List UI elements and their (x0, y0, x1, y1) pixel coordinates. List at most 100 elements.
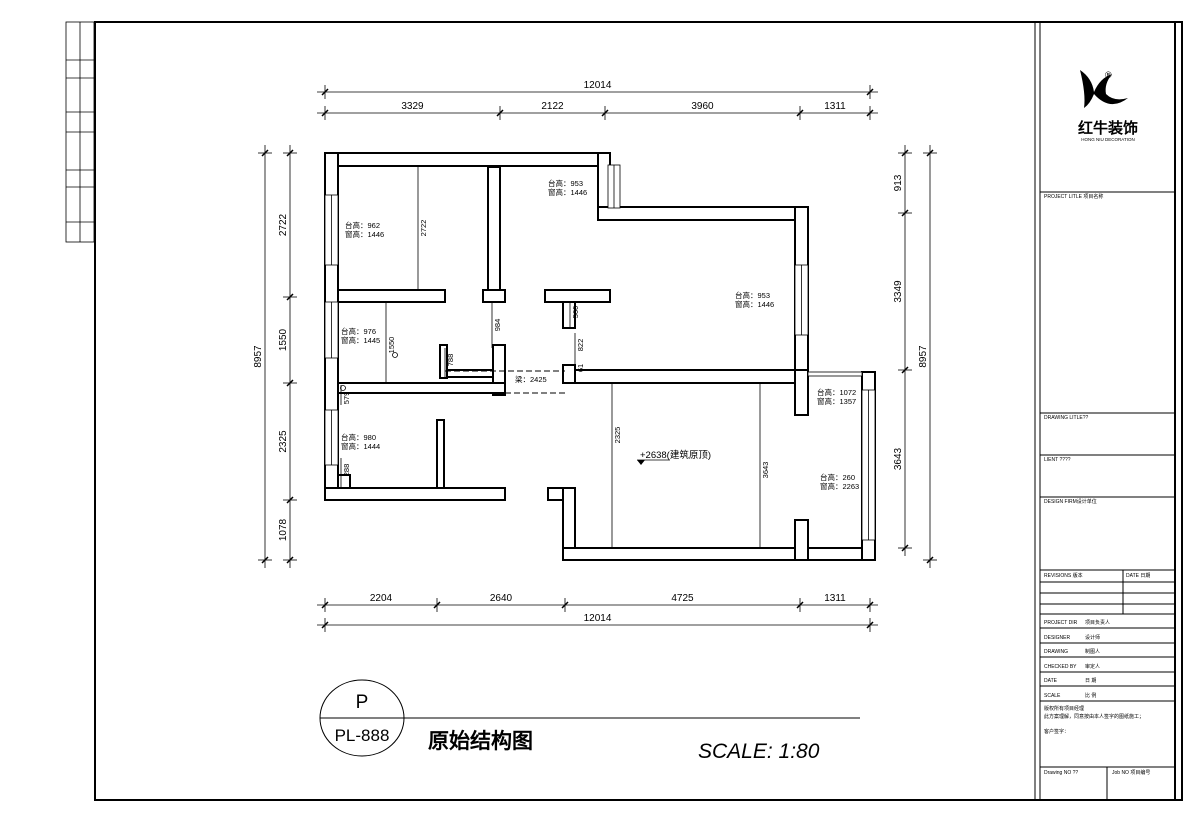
dimension-label: 2204 (370, 593, 393, 604)
client-label: LIENT ???? (1044, 457, 1071, 463)
job-no-label: Job NO 项目编号 (1112, 769, 1150, 776)
elevation-label: +2638(建筑原顶) (640, 449, 711, 461)
title-block-lines (1039, 22, 1175, 800)
wall (337, 382, 506, 394)
dimension-label: 3643 (893, 447, 904, 470)
title-row-en: SCALE (1044, 693, 1061, 699)
drawing-scale: SCALE: 1:80 (698, 740, 820, 763)
title-row-cn: 制图人 (1085, 648, 1100, 655)
dimension-label: 3960 (691, 101, 714, 112)
wall (562, 364, 576, 384)
dimension-label: 1078 (278, 518, 289, 541)
drawing-title: 原始结构图 (428, 729, 533, 753)
notice-line-1: 版权所有项目经理 (1044, 705, 1084, 712)
drawing-title-block: P PL-888 原始结构图 SCALE: 1:80 (319, 679, 860, 763)
inner-dimension: 822 (576, 339, 585, 352)
sill-height-label: 台高：953 (735, 290, 770, 300)
window-height-label: 窗高：1446 (735, 299, 774, 309)
title-row-en: DRAWING (1044, 649, 1068, 655)
wall (562, 547, 809, 561)
dimension-label: 2325 (278, 430, 289, 453)
title-row-cn: 设计师 (1085, 634, 1100, 641)
title-row-en: CHECKED BY (1044, 664, 1077, 670)
wall (574, 369, 809, 384)
notice-line-3: 客户签字： (1044, 728, 1069, 735)
wall (436, 419, 445, 489)
sill-height-label: 台高：962 (345, 220, 380, 230)
wall (324, 152, 611, 167)
design-firm-label: DESIGN FIRM设计单位 (1044, 498, 1097, 505)
sill-height-label: 台高：260 (820, 472, 855, 482)
window-height-label: 窗高：2263 (820, 481, 859, 491)
sheet-border (94, 21, 1183, 801)
dimension-lines (258, 85, 937, 632)
registered-mark: ® (1105, 70, 1112, 80)
dimension-total: 8957 (253, 345, 264, 368)
brand-logo: ® 红牛装饰 HONG NIU DECORATION (1078, 70, 1138, 142)
inner-dimension: 3643 (761, 462, 770, 479)
window-height-label: 窗高：1446 (345, 229, 384, 239)
inner-dimension: 579 (342, 392, 351, 405)
inner-dimension: 288 (342, 464, 351, 477)
title-row-cn: 日 期 (1085, 678, 1096, 684)
windows (324, 164, 876, 541)
wall (794, 369, 809, 416)
inner-dimension: 2722 (419, 220, 428, 237)
drain-icon (392, 352, 398, 358)
title-row-en: DATE (1044, 678, 1058, 684)
sill-height-label: 台高：976 (341, 326, 376, 336)
title-row-cn: 项目负责人 (1085, 619, 1110, 626)
inner-dimension: 984 (493, 319, 502, 332)
inner-dimension: 2325 (613, 427, 622, 444)
dimension-label: 1311 (824, 593, 846, 604)
wall (324, 487, 506, 501)
badge-code: PL-888 (335, 726, 390, 745)
dimension-label: 2722 (278, 213, 289, 236)
dimension-total: 12014 (584, 80, 612, 91)
pipe-icon (340, 385, 346, 391)
brand-name: 红牛装饰 (1078, 119, 1138, 137)
dimension-label: 3349 (893, 280, 904, 303)
beam-dashed (445, 370, 565, 394)
sill-height-label: 台高：953 (548, 178, 583, 188)
signoff-strip (65, 21, 95, 243)
drawing-no-label: Drawing NO ?? (1044, 770, 1078, 776)
dimension-label: 4725 (671, 593, 694, 604)
wall (337, 289, 446, 303)
wall (794, 519, 809, 561)
dimension-label: 3329 (401, 101, 424, 112)
dimension-label: 2640 (490, 593, 513, 604)
title-row-en: PROJECT DIR (1044, 620, 1078, 626)
window-height-label: 窗高：1445 (341, 335, 380, 345)
badge-letter: P (356, 692, 369, 713)
floor-plan (324, 152, 876, 561)
dimension-label: 2122 (541, 101, 564, 112)
window (807, 371, 863, 377)
wall (439, 344, 448, 379)
title-row-cn: 审定人 (1085, 663, 1100, 670)
dimension-total: 12014 (584, 613, 612, 624)
wall (544, 289, 611, 303)
dimension-total: 8957 (918, 345, 929, 368)
revisions-label: REVISIONS 版本 (1044, 572, 1083, 579)
elevation-marker: +2638(建筑原顶) (637, 449, 711, 465)
window-height-label: 窗高：1446 (548, 187, 587, 197)
drawing-title-label: DRAWING LITLE?? (1044, 415, 1088, 421)
dimension-label: 1550 (278, 328, 289, 351)
title-block-text: PROJECT LITLE 项目名称 DRAWING LITLE?? LIENT… (1044, 193, 1150, 776)
dimension-label: 1311 (824, 101, 846, 112)
window-height-label: 窗高：1444 (341, 441, 380, 451)
title-row-en: DESIGNER (1044, 635, 1071, 641)
wall (562, 301, 576, 329)
wall (597, 206, 809, 221)
window-height-label: 窗高：1357 (817, 396, 856, 406)
inner-dimension: 560 (571, 306, 580, 319)
sill-height-label: 台高：980 (341, 432, 376, 442)
sill-height-label: 台高：1072 (817, 387, 856, 397)
inner-dimension: 788 (446, 354, 455, 367)
title-row-cn: 比 例 (1085, 692, 1096, 699)
project-title-label: PROJECT LITLE 项目名称 (1044, 193, 1103, 200)
wall (487, 166, 501, 303)
beam-label: 梁：2425 (515, 375, 547, 384)
inner-dimension: 1550 (387, 337, 396, 354)
